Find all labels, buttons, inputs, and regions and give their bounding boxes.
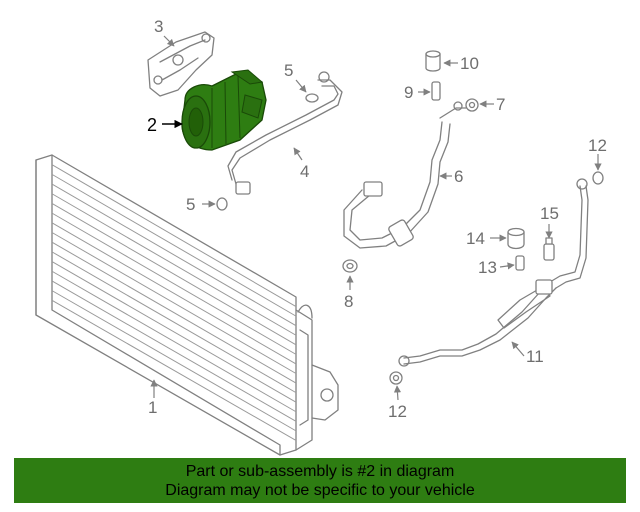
condenser-fin [51,222,297,365]
callout-1: 1 [148,398,157,417]
condenser-fin [51,173,297,317]
callout-7: 7 [496,95,505,114]
condenser-fin [51,232,297,374]
condenser-fin [51,280,297,422]
condenser-fin [51,299,297,441]
callout-3: 3 [154,17,163,36]
info-banner: Part or sub-assembly is #2 in diagram Di… [14,458,626,503]
condenser-fin [51,212,297,355]
hose-part-11 [398,178,589,367]
callout-12b: 12 [388,402,407,421]
seal-part-12a [592,171,604,185]
callout-10: 10 [460,54,479,73]
condenser-fin [51,164,297,307]
hose-part-4 [227,71,343,195]
seal-part-12b [389,371,403,385]
condenser-fin [51,203,297,346]
callout-15: 15 [540,204,559,223]
callout-9: 9 [404,83,413,102]
callout-11: 11 [526,347,544,366]
hose-part-6 [343,101,467,249]
callout-6: 6 [454,167,463,186]
condenser-fin [51,241,297,384]
callout-12a: 12 [588,136,607,155]
callout-14: 14 [466,229,485,248]
banner-line-2: Diagram may not be specific to your vehi… [165,482,475,499]
valve-part-15 [543,237,555,261]
compressor-part-2 [181,69,267,151]
callout-2: 2 [147,115,157,135]
condenser-fin [51,290,297,432]
seal-part-8 [342,259,358,273]
condenser-fin [51,261,297,403]
banner-line-1: Part or sub-assembly is #2 in diagram [185,463,455,480]
callout-8: 8 [344,292,353,311]
seal-part-7 [465,98,479,112]
bracket-part-3 [147,31,215,97]
callout-5b: 5 [186,195,195,214]
callout-13: 13 [478,258,497,277]
leader-lines [150,35,602,401]
seal-part-5b [216,197,228,211]
cap-part-10 [425,50,441,72]
seal-part-5a [305,93,319,103]
callout-5a: 5 [284,61,293,80]
condenser-fin [51,183,297,327]
cap-part-14 [507,227,525,250]
condenser-fin [51,193,297,336]
condenser-fin [51,270,297,413]
condenser-fin [51,251,297,394]
condenser-part-1 [35,154,339,456]
callout-4: 4 [300,162,309,181]
valve-part-9 [431,81,441,101]
valve-part-13 [515,255,525,271]
